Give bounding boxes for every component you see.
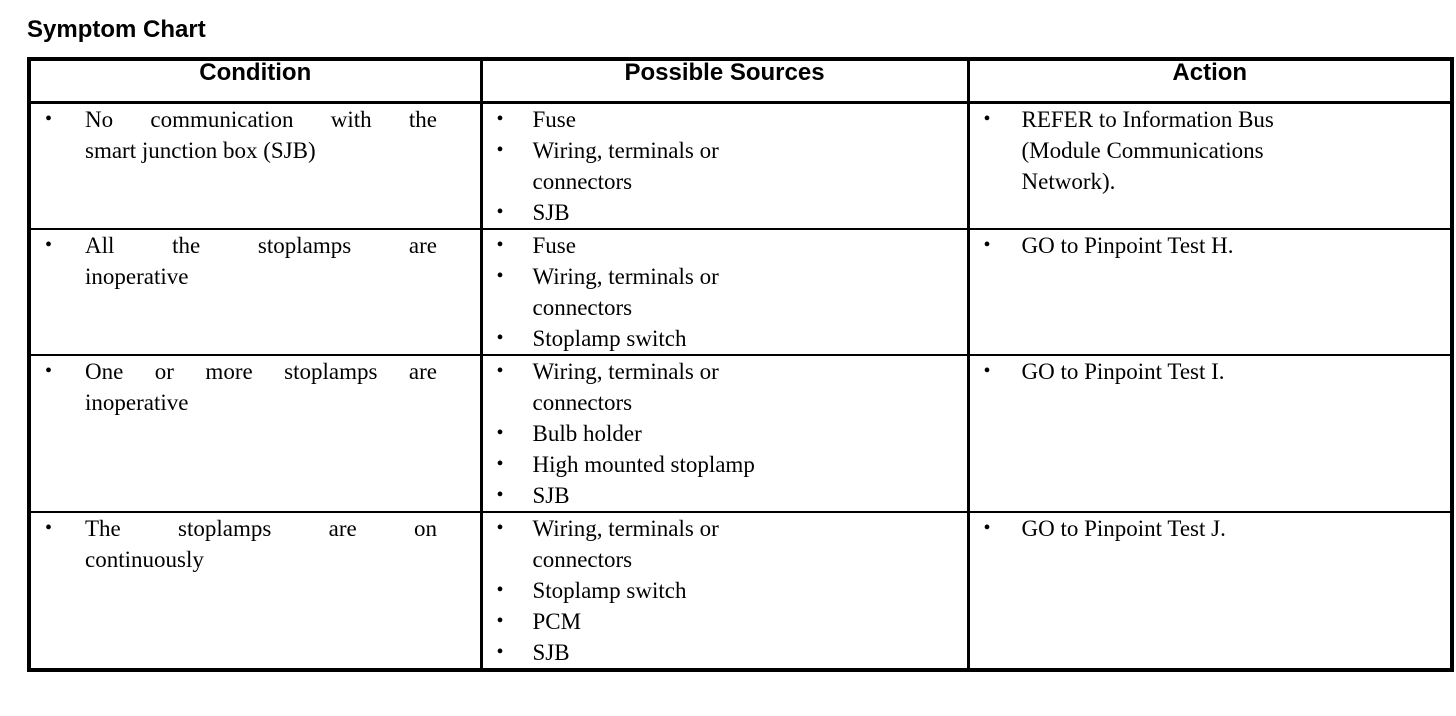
cell-possible-sources: Fuse Wiring, terminals or connectors SJB [479, 102, 970, 229]
sources-bullet-list: Fuse Wiring, terminals or connectors Sto… [483, 230, 967, 354]
list-item-line: continuously [85, 546, 204, 572]
list-item: Wiring, terminals or connectors [483, 135, 967, 197]
list-item: Wiring, terminals or connectors [483, 356, 967, 418]
cell-action: REFER to Information Bus (Module Communi… [966, 102, 1452, 229]
page-title: Symptom Chart [27, 16, 206, 43]
cell-condition: All the stoplamps are inoperative [29, 227, 483, 355]
table-header-row: Condition Possible Sources Action [29, 59, 1452, 104]
list-item-line: Wiring, terminals or [532, 263, 719, 289]
table-row: All the stoplamps are inoperative Fuse W… [29, 227, 1452, 355]
list-item: PCM [483, 606, 967, 637]
list-item: No communication with the smart junction… [31, 104, 480, 166]
list-item-line: No communication with the [85, 106, 437, 132]
list-item-line: SJB [532, 639, 570, 665]
list-item: SJB [483, 197, 967, 228]
list-item: Bulb holder [483, 418, 967, 449]
column-header-possible-sources: Possible Sources [479, 59, 970, 104]
list-item-line: SJB [532, 199, 570, 225]
list-item: Wiring, terminals or connectors [483, 513, 967, 575]
action-bullet-list: GO to Pinpoint Test J. [970, 513, 1451, 544]
list-item-line: SJB [532, 482, 570, 508]
cell-possible-sources: Fuse Wiring, terminals or connectors Sto… [479, 227, 970, 355]
condition-bullet-list: No communication with the smart junction… [31, 104, 480, 166]
table-header: Condition Possible Sources Action [29, 59, 1452, 104]
list-item-line: The stoplamps are on [85, 515, 437, 541]
list-item-line: Fuse [532, 106, 576, 132]
list-item-line: connectors [532, 546, 633, 572]
table-row: No communication with the smart junction… [29, 102, 1452, 229]
condition-bullet-list: The stoplamps are on continuously [31, 513, 480, 575]
list-item-line: GO to Pinpoint Test H. [1021, 232, 1234, 258]
list-item-line: One or more stoplamps are [85, 358, 437, 384]
list-item: GO to Pinpoint Test I. [970, 356, 1451, 387]
sources-bullet-list: Wiring, terminals or connectors Stoplamp… [483, 513, 967, 668]
cell-condition: One or more stoplamps are inoperative [29, 353, 483, 512]
action-bullet-list: GO to Pinpoint Test I. [970, 356, 1451, 387]
table-row: One or more stoplamps are inoperative Wi… [29, 353, 1452, 512]
list-item: GO to Pinpoint Test H. [970, 230, 1451, 261]
list-item: Stoplamp switch [483, 323, 967, 354]
cell-condition: The stoplamps are on continuously [29, 510, 483, 670]
list-item-line: All the stoplamps are [85, 232, 437, 258]
cell-action: GO to Pinpoint Test J. [966, 510, 1452, 670]
list-item-line: Wiring, terminals or [532, 358, 719, 384]
list-item: Fuse [483, 230, 967, 261]
list-item-line: inoperative [85, 389, 189, 415]
list-item-line: connectors [532, 389, 633, 415]
list-item-line: Wiring, terminals or [532, 137, 719, 163]
column-header-condition: Condition [29, 59, 483, 104]
list-item: High mounted stoplamp [483, 449, 967, 480]
cell-action: GO to Pinpoint Test I. [966, 353, 1452, 512]
list-item: The stoplamps are on continuously [31, 513, 480, 575]
sources-bullet-list: Wiring, terminals or connectors Bulb hol… [483, 356, 967, 511]
list-item: GO to Pinpoint Test J. [970, 513, 1451, 544]
condition-bullet-list: All the stoplamps are inoperative [31, 230, 480, 292]
list-item-line: smart junction box (SJB) [85, 137, 316, 163]
list-item-line: inoperative [85, 263, 189, 289]
list-item: Stoplamp switch [483, 575, 967, 606]
list-item-line: GO to Pinpoint Test I. [1021, 358, 1225, 384]
cell-condition: No communication with the smart junction… [29, 102, 483, 229]
list-item-line: High mounted stoplamp [532, 451, 755, 477]
list-item-line: connectors [532, 168, 633, 194]
list-item: REFER to Information Bus (Module Communi… [970, 104, 1451, 197]
cell-possible-sources: Wiring, terminals or connectors Bulb hol… [479, 353, 970, 512]
condition-bullet-list: One or more stoplamps are inoperative [31, 356, 480, 418]
list-item-line: GO to Pinpoint Test J. [1021, 515, 1226, 541]
symptom-chart-table: Condition Possible Sources Action No com… [27, 57, 1454, 672]
list-item: SJB [483, 480, 967, 511]
table-row: The stoplamps are on continuously Wiring… [29, 510, 1452, 670]
list-item-line: Stoplamp switch [532, 325, 687, 351]
list-item-line: connectors [532, 294, 633, 320]
list-item: All the stoplamps are inoperative [31, 230, 480, 292]
list-item-line: (Module Communications [1021, 137, 1264, 163]
cell-possible-sources: Wiring, terminals or connectors Stoplamp… [479, 510, 970, 670]
list-item-line: Bulb holder [532, 420, 642, 446]
action-bullet-list: GO to Pinpoint Test H. [970, 230, 1451, 261]
list-item: Fuse [483, 104, 967, 135]
column-header-action: Action [966, 59, 1452, 104]
list-item: Wiring, terminals or connectors [483, 261, 967, 323]
list-item-line: PCM [532, 608, 582, 634]
list-item: SJB [483, 637, 967, 668]
list-item-line: Wiring, terminals or [532, 515, 719, 541]
cell-action: GO to Pinpoint Test H. [966, 227, 1452, 355]
action-bullet-list: REFER to Information Bus (Module Communi… [970, 104, 1451, 197]
table-body: No communication with the smart junction… [29, 102, 1452, 670]
list-item-line: Network). [1021, 168, 1116, 194]
sources-bullet-list: Fuse Wiring, terminals or connectors SJB [483, 104, 967, 228]
list-item-line: REFER to Information Bus [1021, 106, 1274, 132]
list-item-line: Stoplamp switch [532, 577, 687, 603]
list-item: One or more stoplamps are inoperative [31, 356, 480, 418]
list-item-line: Fuse [532, 232, 576, 258]
